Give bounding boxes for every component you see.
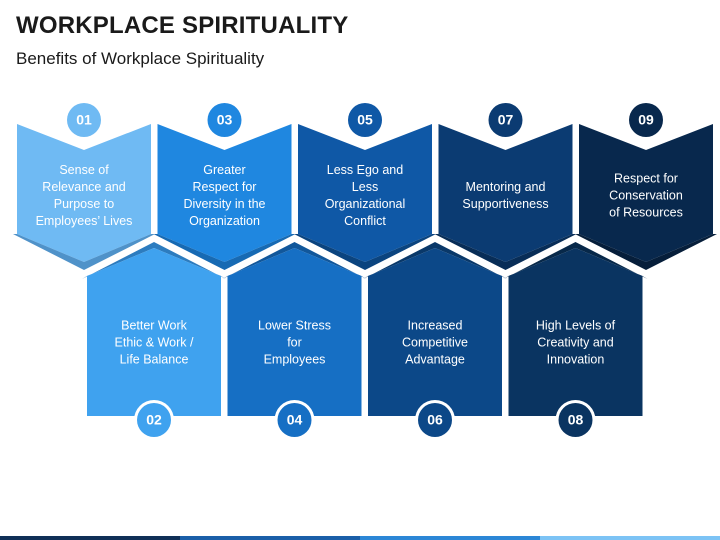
chevron-shape xyxy=(298,124,432,262)
chevron-shape xyxy=(368,248,502,416)
benefit-text-line: Relevance and xyxy=(42,180,125,194)
benefit-text-line: Creativity and xyxy=(537,335,613,349)
chevron-shape xyxy=(579,124,713,262)
number-label: 05 xyxy=(357,112,373,128)
benefit-text-line: Organization xyxy=(189,214,260,228)
benefit-text-line: High Levels of xyxy=(536,318,616,332)
benefit-text-line: Sense of xyxy=(59,163,109,177)
number-label: 09 xyxy=(638,112,654,128)
benefit-text-line: Less Ego and xyxy=(327,163,403,177)
benefit-text-line: Innovation xyxy=(547,352,605,366)
chevron-shape xyxy=(157,124,292,262)
chevron-shadow xyxy=(434,234,577,270)
chevron-shape xyxy=(438,124,573,262)
benefit-text-line: Diversity in the xyxy=(184,197,266,211)
benefit-text-line: of Resources xyxy=(609,205,683,219)
benefit-text-line: Mentoring and xyxy=(466,180,546,194)
chevron-shape xyxy=(87,248,221,416)
benefit-text-line: Less xyxy=(352,180,378,194)
number-circle xyxy=(558,403,593,437)
chevron-shadow xyxy=(294,234,436,270)
benefit-text-line: Life Balance xyxy=(120,352,189,366)
number-circle xyxy=(137,403,171,437)
benefit-text-line: Lower Stress xyxy=(258,318,331,332)
number-circle xyxy=(418,403,452,437)
benefit-text-line: Organizational xyxy=(325,197,406,211)
number-circle xyxy=(277,403,312,437)
chevron-shadow xyxy=(13,234,155,270)
number-label: 04 xyxy=(287,412,303,428)
number-label: 06 xyxy=(427,412,443,428)
benefit-text-line: Supportiveness xyxy=(462,197,548,211)
benefit-text-line: Better Work xyxy=(121,318,188,332)
page-title: WORKPLACE SPIRITUALITY xyxy=(16,12,349,39)
benefit-text-line: Respect for xyxy=(193,180,257,194)
number-circle xyxy=(67,103,101,137)
number-circle xyxy=(629,103,663,137)
benefit-text-line: Greater xyxy=(203,163,245,177)
number-label: 07 xyxy=(498,112,514,128)
chevron-shadow xyxy=(153,234,296,270)
benefit-text-line: Increased xyxy=(408,318,463,332)
benefit-text-line: Conflict xyxy=(344,214,386,228)
benefit-text-line: Employees’ Lives xyxy=(36,214,133,228)
page-subtitle: Benefits of Workplace Spirituality xyxy=(16,49,265,68)
number-label: 02 xyxy=(146,412,162,428)
benefit-text-line: Advantage xyxy=(405,352,465,366)
benefit-text-line: Respect for xyxy=(614,171,678,185)
benefit-text-line: for xyxy=(287,335,302,349)
benefit-text-line: Competitive xyxy=(402,335,468,349)
number-circle xyxy=(348,103,382,137)
chevron-shape xyxy=(227,248,362,416)
bottom-accent-bar xyxy=(0,536,720,540)
number-circle xyxy=(488,103,523,137)
number-circle xyxy=(207,103,242,137)
chevron-shape xyxy=(17,124,151,262)
chevron-shadow xyxy=(575,234,717,270)
benefit-text-line: Conservation xyxy=(609,188,683,202)
number-label: 01 xyxy=(76,112,92,128)
benefit-text-line: Purpose to xyxy=(54,197,115,211)
chevron-shape xyxy=(508,248,643,416)
benefit-text-line: Ethic & Work / xyxy=(115,335,194,349)
number-label: 03 xyxy=(217,112,233,128)
benefit-text-line: Employees xyxy=(264,352,326,366)
number-label: 08 xyxy=(568,412,584,428)
